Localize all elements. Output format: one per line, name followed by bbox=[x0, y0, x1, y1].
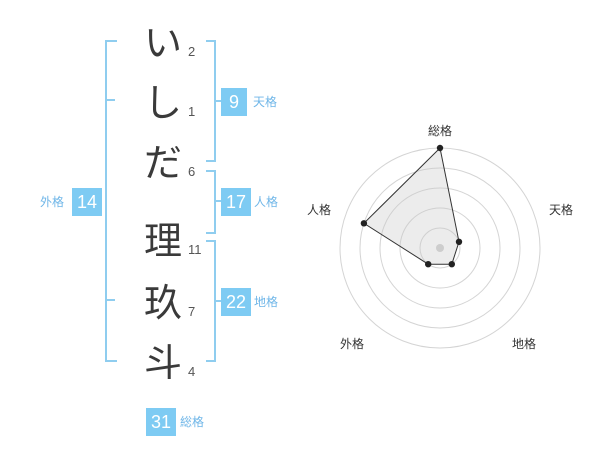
soukaku-label: 総格 bbox=[180, 415, 205, 429]
gaikaku-value-badge: 14 bbox=[72, 188, 102, 216]
radar-point-4 bbox=[425, 261, 432, 268]
radar-ring-3 bbox=[379, 187, 501, 309]
radar-point-3 bbox=[448, 261, 455, 268]
jinkaku-connector bbox=[215, 200, 221, 202]
stroke-count-6: 4 bbox=[188, 364, 196, 379]
jinkaku-label: 人格 bbox=[254, 195, 279, 209]
tenkaku-value-badge: 9 bbox=[221, 88, 247, 116]
radar-ring-1 bbox=[419, 227, 461, 269]
radar-axis-label-soukaku: 総格 bbox=[428, 124, 453, 138]
radar-point-1 bbox=[436, 144, 444, 152]
jinkaku-bracket bbox=[206, 170, 216, 234]
gaikaku-label: 外格 bbox=[40, 195, 65, 209]
gaikaku-bracket bbox=[105, 40, 117, 362]
radar-ring-2 bbox=[399, 207, 481, 289]
chikaku-label: 地格 bbox=[254, 295, 279, 309]
name-char-2: し bbox=[143, 81, 182, 125]
radar-axis-label-gaikaku: 外格 bbox=[340, 337, 365, 351]
stroke-count-4: 11 bbox=[188, 242, 202, 257]
radar-series-polygon bbox=[363, 146, 460, 265]
name-char-4: 理 bbox=[143, 219, 182, 263]
gaikaku-tick-2 bbox=[105, 299, 115, 301]
stroke-count-1: 2 bbox=[188, 44, 196, 59]
radar-ring-4 bbox=[359, 167, 521, 329]
chikaku-value-badge: 22 bbox=[221, 288, 251, 316]
radar-axis-label-chikaku: 地格 bbox=[512, 337, 537, 351]
stroke-count-3: 6 bbox=[188, 164, 196, 179]
gaikaku-tick-1 bbox=[105, 99, 115, 101]
soukaku-value-badge: 31 bbox=[146, 408, 176, 436]
radar-axis-label-tenkaku: 天格 bbox=[549, 203, 574, 217]
name-char-5: 玖 bbox=[143, 281, 182, 325]
jinkaku-value-badge: 17 bbox=[221, 188, 251, 216]
name-char-1: い bbox=[143, 21, 182, 65]
chikaku-connector bbox=[215, 300, 221, 302]
stroke-count-5: 7 bbox=[188, 304, 196, 319]
name-char-3: だ bbox=[143, 141, 182, 185]
stroke-count-2: 1 bbox=[188, 104, 196, 119]
tenkaku-connector bbox=[215, 100, 221, 102]
radar-point-2 bbox=[455, 238, 463, 245]
tenkaku-label: 天格 bbox=[253, 95, 278, 109]
radar-center-dot bbox=[436, 244, 444, 252]
radar-axis-label-jinkaku: 人格 bbox=[307, 203, 332, 217]
radar-point-5 bbox=[360, 220, 368, 227]
name-char-6: 斗 bbox=[143, 341, 182, 385]
